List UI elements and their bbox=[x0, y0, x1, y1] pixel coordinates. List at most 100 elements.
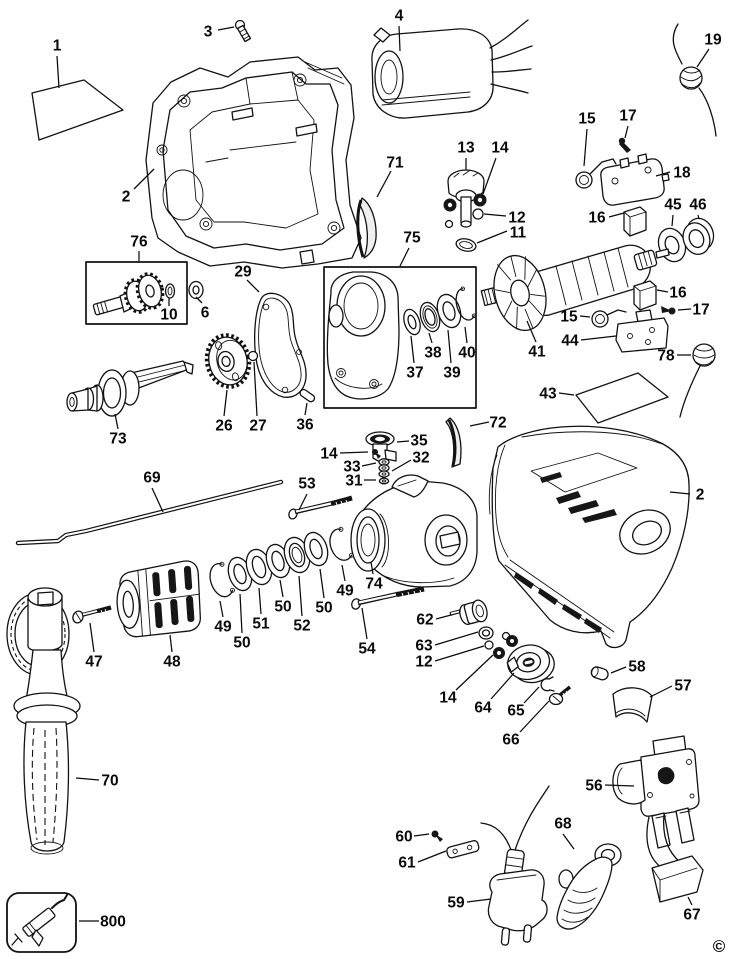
leader-line-68 bbox=[562, 833, 575, 850]
part-label-17-mid: 17 bbox=[692, 302, 709, 319]
leader-line-71 bbox=[376, 170, 392, 198]
part-label-56: 56 bbox=[585, 778, 603, 795]
part-label-52: 52 bbox=[293, 618, 310, 635]
leader-line-52 bbox=[298, 575, 303, 617]
warning-label-43-drawing bbox=[575, 372, 669, 424]
part-label-61: 61 bbox=[398, 855, 416, 872]
housing-bolt-54-drawing bbox=[351, 586, 425, 610]
leader-lines bbox=[56, 25, 710, 922]
leader-line-43 bbox=[558, 392, 575, 396]
part-label-15-mid: 15 bbox=[560, 309, 578, 326]
screw-66-drawing bbox=[548, 685, 572, 706]
part-label-71: 71 bbox=[386, 155, 404, 172]
switch-screw-top-drawing bbox=[618, 137, 631, 153]
cord-clamp-61-drawing bbox=[446, 840, 480, 859]
leader-line-69 bbox=[151, 487, 164, 513]
leader-line-4 bbox=[398, 25, 401, 52]
leader-line-50-a bbox=[239, 593, 243, 634]
part-label-39: 39 bbox=[443, 365, 461, 382]
part-label-57: 57 bbox=[674, 678, 691, 695]
micro-switch-drawing bbox=[600, 153, 670, 206]
part-label-18: 18 bbox=[673, 165, 691, 182]
baffle-strip-71-drawing bbox=[356, 197, 377, 259]
leader-line-61 bbox=[417, 850, 447, 863]
leader-line-6 bbox=[195, 296, 203, 304]
gear-case-kit-box-drawing bbox=[323, 266, 477, 409]
part-label-50-c: 50 bbox=[315, 600, 332, 617]
leader-line-37 bbox=[410, 335, 415, 364]
gasket-29-drawing bbox=[254, 292, 307, 398]
part-label-63: 63 bbox=[415, 638, 433, 655]
part-label-12-low: 12 bbox=[415, 654, 432, 671]
leader-line-40 bbox=[464, 326, 468, 344]
part-label-2-left: 2 bbox=[122, 189, 131, 206]
leader-line-50-c bbox=[319, 568, 325, 599]
selector-o-rings-drawing bbox=[443, 193, 487, 212]
part-label-800: 800 bbox=[100, 914, 126, 931]
part-label-50-b: 50 bbox=[274, 599, 291, 616]
part-label-26: 26 bbox=[215, 418, 233, 435]
leader-line-3 bbox=[217, 26, 235, 31]
leader-line-60 bbox=[413, 833, 430, 837]
washer-63-drawing bbox=[478, 626, 494, 640]
clamp-screw-14-drawing bbox=[372, 449, 381, 459]
front-gear-housing-74-drawing bbox=[350, 474, 478, 588]
armature-41-drawing bbox=[480, 244, 670, 332]
leader-line-58 bbox=[610, 666, 627, 674]
leader-line-14-mid bbox=[339, 451, 369, 454]
part-label-27: 27 bbox=[249, 418, 266, 435]
leader-line-12-top bbox=[483, 213, 507, 217]
field-stator-drawing bbox=[371, 19, 533, 119]
part-label-49-a: 49 bbox=[214, 619, 232, 636]
part-label-15-top: 15 bbox=[578, 111, 596, 128]
chuck-48-drawing bbox=[116, 560, 201, 638]
part-label-59: 59 bbox=[447, 895, 465, 912]
leader-line-63 bbox=[434, 631, 479, 646]
lock-button-62-drawing bbox=[449, 599, 488, 625]
spindle-73-drawing bbox=[66, 360, 194, 417]
part-label-41: 41 bbox=[528, 344, 546, 361]
part-label-49-b: 49 bbox=[336, 583, 354, 600]
part-label-3: 3 bbox=[204, 24, 213, 41]
copyright-symbol: © bbox=[713, 937, 726, 956]
part-label-12-top: 12 bbox=[508, 210, 525, 227]
leader-line-2-right bbox=[669, 491, 691, 495]
part-label-43: 43 bbox=[539, 386, 557, 403]
trigger-switch-56-drawing bbox=[612, 735, 700, 849]
leader-line-46 bbox=[697, 214, 700, 220]
cord-protector-78-drawing bbox=[679, 343, 716, 418]
leader-line-75 bbox=[399, 247, 410, 267]
part-label-48: 48 bbox=[163, 654, 181, 671]
leader-line-35 bbox=[396, 440, 410, 443]
leader-line-2-left bbox=[133, 168, 155, 190]
leader-line-62 bbox=[435, 614, 452, 620]
leader-line-16-top bbox=[608, 212, 625, 218]
left-housing-half-drawing bbox=[145, 56, 362, 269]
clip-65-drawing bbox=[540, 676, 555, 692]
bearing-sleeve-46-drawing bbox=[682, 217, 715, 255]
power-cord-plug-59-drawing bbox=[480, 785, 550, 946]
part-label-14-low: 14 bbox=[439, 690, 457, 707]
part-label-78: 78 bbox=[657, 348, 675, 365]
lever-spring-mid-drawing bbox=[591, 309, 627, 328]
leader-line-59 bbox=[466, 898, 492, 903]
part-label-19: 19 bbox=[704, 32, 722, 49]
leader-line-65 bbox=[523, 686, 540, 704]
leader-line-15-mid bbox=[579, 315, 591, 318]
leader-line-27 bbox=[253, 361, 258, 417]
part-label-2-right: 2 bbox=[696, 487, 705, 504]
capacitor-67-drawing bbox=[646, 813, 704, 903]
leader-line-32 bbox=[391, 459, 412, 472]
part-label-16-mid: 16 bbox=[669, 285, 687, 302]
part-label-4: 4 bbox=[395, 8, 404, 25]
leader-line-12-low bbox=[434, 645, 485, 662]
part-label-31: 31 bbox=[345, 473, 363, 490]
leader-line-33 bbox=[361, 462, 377, 467]
part-label-11: 11 bbox=[510, 225, 527, 242]
part-label-14-mid: 14 bbox=[320, 446, 338, 463]
part-label-35: 35 bbox=[410, 433, 428, 450]
leader-line-64 bbox=[490, 672, 515, 700]
side-handle-70-drawing bbox=[6, 587, 81, 855]
part-label-64: 64 bbox=[474, 700, 492, 717]
leader-line-1 bbox=[56, 55, 60, 89]
